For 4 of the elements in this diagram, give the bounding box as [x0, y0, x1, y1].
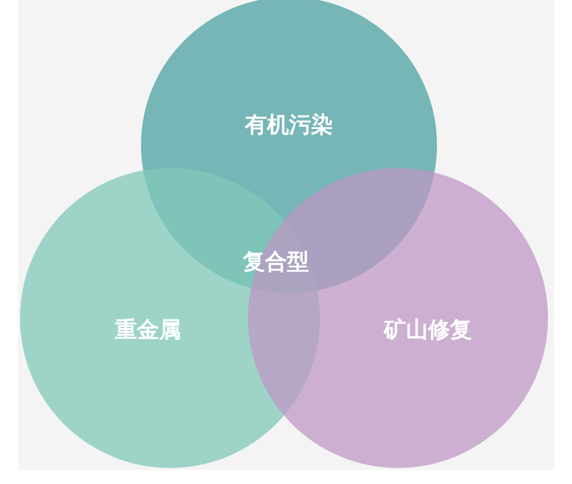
circle-label: 矿山修复: [384, 316, 472, 345]
overlap-label: 复合型: [243, 249, 309, 277]
circle-label: 重金属: [115, 317, 181, 345]
circle-label: 有机污染: [245, 112, 333, 140]
